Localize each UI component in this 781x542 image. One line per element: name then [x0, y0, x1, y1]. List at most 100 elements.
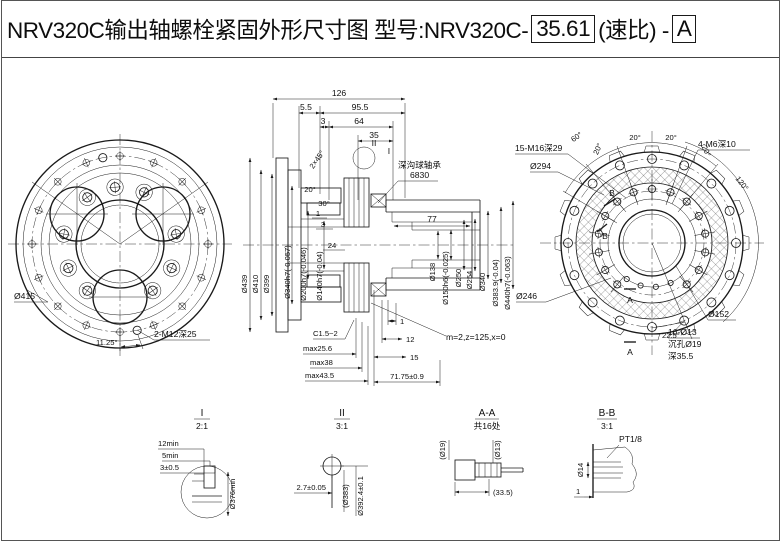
detail-ii-scale: 3:1: [336, 421, 348, 431]
section-bb-dia14: Ø14: [576, 463, 585, 477]
thread-m16-label: 15-M16深29: [515, 143, 563, 153]
holes-16-label: 16-Ø13: [668, 327, 697, 337]
dia-340: Ø340: [478, 273, 487, 292]
dim-71-75: 71.75±0.9: [390, 372, 424, 381]
section-a-marker-2: A: [627, 347, 633, 357]
detail-i-dim-3: 3±0.5: [160, 463, 179, 472]
front-view: Ø415 2-M12深25 11.25°: [8, 134, 232, 356]
detail-ii: II 3:1 2.7±0.05 (Ø383) Ø392.4±0.1: [294, 408, 368, 516]
angle-30-note: 30°: [318, 199, 329, 208]
detail-ii-name: II: [339, 408, 345, 419]
dia-399: Ø399: [262, 275, 271, 294]
section-aa-count: 共16处: [474, 420, 501, 431]
dia-140h7: Ø140h7(-0.04): [315, 251, 324, 301]
inner-dim-3: 3: [321, 220, 325, 229]
section-bb-dim1: 1: [576, 487, 580, 496]
section-body: [275, 157, 481, 333]
dim-12: 12: [406, 335, 414, 344]
dim-15: 15: [410, 353, 418, 362]
detail-i-dim-376: Ø376min: [228, 479, 237, 510]
angle-120-label: 120°: [734, 174, 751, 192]
angle-20-label-4: 20°: [700, 144, 713, 158]
detail-i-dim-5min: 5min: [162, 451, 178, 460]
thread-m6-label: 4-M6深10: [698, 139, 736, 149]
variant-box: A: [671, 15, 697, 43]
section-bb-scale: 3:1: [601, 421, 613, 431]
section-bb-pt-label: PT1/8: [619, 434, 642, 444]
detail-callout-circle: [352, 146, 376, 170]
dia-383-9: Ø383.9(-0.04): [491, 259, 500, 307]
callout-i-label: I: [388, 146, 390, 156]
dia-439: Ø439: [240, 275, 249, 294]
title-bar: NRV320C输出轴螺栓紧固外形尺寸图 型号:NRV320C- 35.61 (速…: [2, 1, 779, 58]
detail-i-name: I: [201, 408, 204, 419]
inner-dim-1: 1: [316, 209, 320, 218]
angle-60-label: 60°: [569, 130, 584, 144]
section-left-dias: Ø439 Ø410 Ø399 Ø340h7(-0.057) Ø200h7(-0.…: [240, 157, 326, 333]
callout-ii-label: II: [372, 138, 377, 148]
front-angle-label: 11.25°: [96, 338, 117, 347]
section-bb-name: B-B: [599, 408, 616, 419]
section-b-marker-1: B: [609, 188, 615, 198]
dim-95-5: 95.5: [352, 102, 369, 112]
dim-max43-5: max43.5: [305, 371, 334, 380]
front-labels: Ø415 2-M12深25 11.25°: [14, 289, 210, 351]
angle-20-label-1: 20°: [629, 133, 640, 142]
section-b-marker-2: B: [602, 231, 608, 241]
rear-view: 15-M16深29 Ø294 4-M6深10 Ø246 Ø152 16-Ø13 …: [515, 130, 764, 361]
dim-5-5: 5.5: [300, 102, 312, 112]
dim-max38: max38: [310, 358, 333, 367]
section-bb: B-B 3:1 PT1/8 Ø14 1: [574, 408, 642, 499]
bearing-note-cn: 深沟球轴承: [398, 159, 441, 170]
dia-440h7: Ø440h7(-0.063): [503, 256, 512, 310]
angle-22-5-label: 22.5°: [662, 331, 680, 340]
angle-20-note: 20°: [304, 185, 315, 194]
drawing-title: NRV320C输出轴螺栓紧固外形尺寸图 型号:NRV320C-: [7, 18, 529, 43]
section-bb-body: [592, 446, 637, 493]
detail-i-dim-12min: 12min: [158, 439, 179, 448]
dim-77: 77: [427, 214, 437, 224]
gear-spec-note: m=2,z=125,x=0: [446, 332, 506, 342]
dim-64: 64: [354, 116, 364, 126]
dim-1: 1: [400, 317, 404, 326]
angle-20-label-2: 20°: [665, 133, 676, 142]
detail-ii-dim-383: (Ø383): [341, 484, 350, 508]
section-aa-dia13: (Ø13): [493, 440, 502, 460]
rear-labels: 15-M16深29 Ø294 4-M6深10 Ø246 Ø152 16-Ø13 …: [515, 130, 750, 361]
dia-294-label: Ø294: [530, 161, 551, 171]
dim-max25-6: max25.6: [303, 344, 332, 353]
detail-ii-dim-27: 2.7±0.05: [296, 483, 326, 492]
dia-254: Ø254: [465, 271, 474, 290]
dia-152-label: Ø152: [708, 309, 729, 319]
front-centerlines: [8, 134, 232, 356]
inner-dim-24: 24: [328, 241, 336, 250]
section-top-dims: 126 5.5 95.5 3 64 35: [272, 88, 406, 200]
dia-410: Ø410: [251, 275, 260, 294]
ratio-value-box: 35.61: [531, 15, 596, 43]
angle-20-label-3: 20°: [591, 142, 604, 156]
drawing-canvas: Ø415 2-M12深25 11.25°: [8, 88, 764, 519]
dia-200h7: Ø200h7(-0.046): [299, 247, 308, 301]
dia-150h6: Ø150h6(-0.025): [441, 251, 450, 305]
chamfer-note: 2×45°: [307, 149, 326, 171]
detail-i: I 2:1 12min 5min 3±0.5 Ø376min: [158, 408, 237, 519]
detail-i-scale: 2:1: [196, 421, 208, 431]
dim-chamfer-c: C1.5~2: [313, 329, 338, 338]
ratio-suffix-label: (速比) -: [598, 18, 669, 43]
section-aa-dia19: (Ø19): [438, 440, 447, 460]
dia-246-label: Ø246: [516, 291, 537, 301]
front-thread-label: 2-M12深25: [154, 329, 197, 339]
section-aa: A-A 共16处 (Ø19) (Ø13) (33.5): [438, 408, 524, 497]
section-aa-dim-335: (33.5): [493, 488, 513, 497]
section-right-dias: 77 Ø138 Ø150h6(-0.025) Ø250 Ø254 Ø340 Ø3…: [393, 200, 515, 310]
detail-ii-dim-392: Ø392.4±0.1: [356, 476, 365, 516]
dim-3: 3: [321, 116, 326, 126]
dia-250: Ø250: [454, 269, 463, 288]
rear-circles: [560, 151, 744, 335]
front-outer-dia-label: Ø415: [14, 291, 35, 301]
holes-cbore-label: 沉孔Ø19: [668, 339, 702, 349]
detail-i-seal: [203, 465, 216, 489]
dia-138: Ø138: [428, 263, 437, 282]
holes-depth-label: 深35.5: [668, 351, 694, 361]
front-planet-bores: [46, 183, 194, 325]
